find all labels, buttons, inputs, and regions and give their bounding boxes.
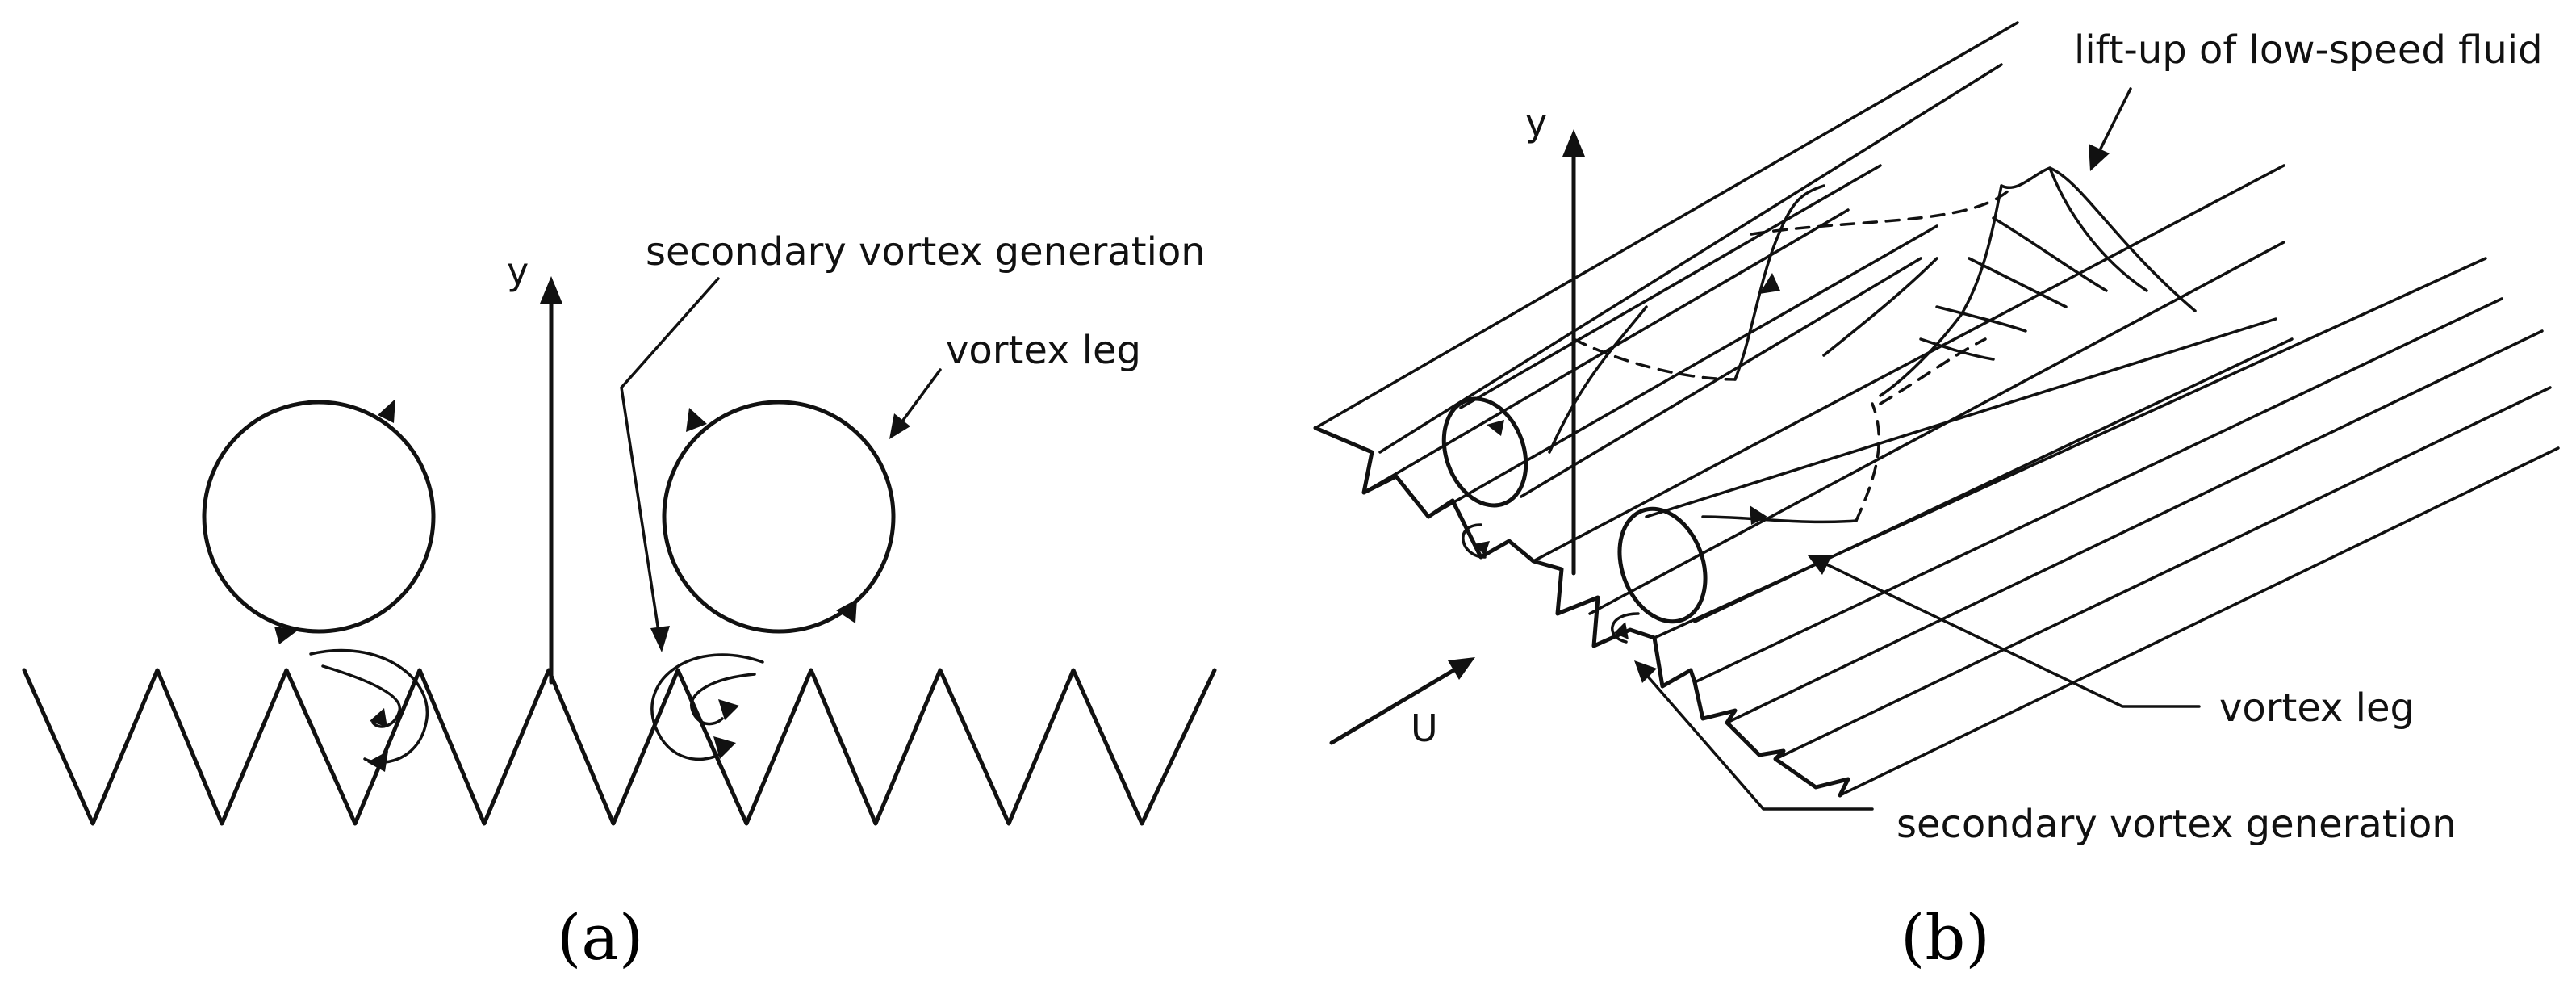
panel-a: y secondary vortex generation vortex leg…	[22, 229, 1217, 975]
vortex-leg-label-b: vortex leg	[2219, 685, 2415, 731]
caption-b: (b)	[1901, 902, 1990, 975]
left-vortex-tube	[1441, 164, 1922, 559]
vortex-leg-leader-a	[889, 368, 942, 439]
secondary-vortex-leader-b	[1634, 660, 1874, 811]
vortex-leg-label-a: vortex leg	[946, 328, 1141, 373]
riblet-ridges	[1314, 21, 2560, 797]
left-vortex	[202, 399, 436, 644]
flow-label: U	[1411, 706, 1438, 750]
y-axis-label-b: y	[1525, 101, 1547, 145]
panel-b: y U	[1313, 21, 2560, 975]
right-secondary-vortex	[650, 653, 764, 761]
caption-a: (a)	[557, 902, 643, 975]
y-axis-arrow	[540, 276, 562, 685]
left-secondary-vortex	[309, 648, 429, 772]
lift-up-leader	[2089, 87, 2132, 171]
lift-up-surface	[1750, 166, 2197, 397]
lift-up-label: lift-up of low-speed fluid	[2074, 27, 2543, 73]
right-vortex	[662, 400, 896, 634]
riblet-front-edge	[1313, 426, 1850, 798]
flow-arrow	[1329, 657, 1475, 745]
secondary-vortex-leader	[620, 277, 720, 652]
riblet-surface	[22, 668, 1217, 826]
y-axis-label: y	[507, 249, 529, 293]
y-axis-b	[1562, 129, 1585, 576]
vortex-leg-leader-b	[1808, 555, 2201, 708]
secondary-vortex-label-b: secondary vortex generation	[1896, 802, 2457, 847]
right-vortex-tube	[1611, 317, 2294, 644]
secondary-vortex-label-a: secondary vortex generation	[646, 229, 1206, 275]
induced-flow-lines	[1548, 184, 1987, 524]
